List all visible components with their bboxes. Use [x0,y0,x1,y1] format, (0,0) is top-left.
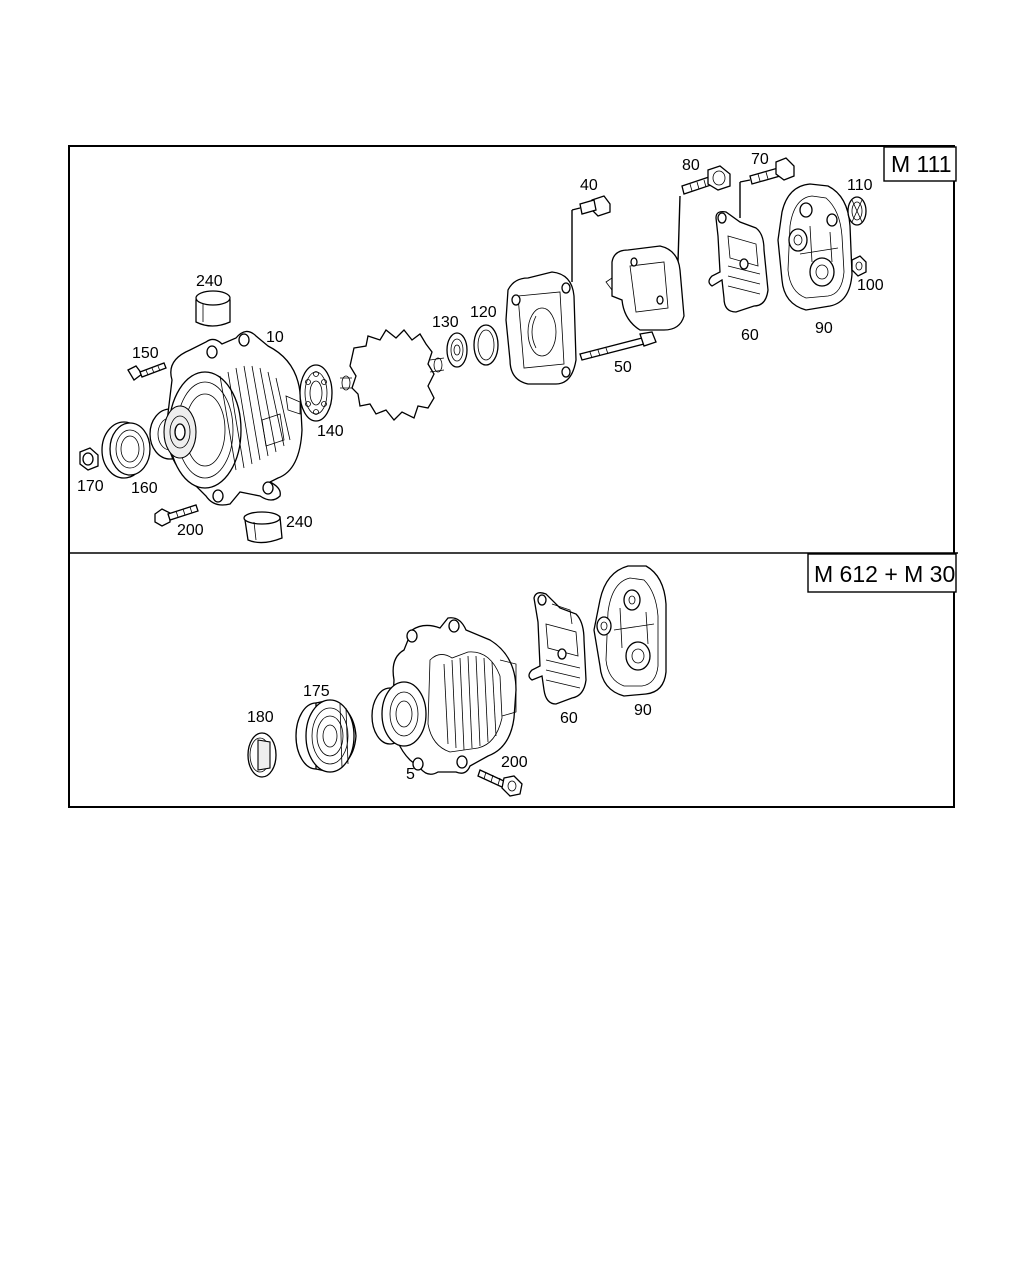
alternator-part-5 [371,617,517,775]
callout-70: 70 [751,151,769,168]
ring-part-120 [473,324,499,366]
callout-170: 170 [77,478,104,495]
variant-label: M 612 + M 30 [814,561,955,587]
callout-80: 80 [682,157,700,174]
regulator-part-60-top [708,210,769,313]
bolt-part-200-bottom [477,769,523,797]
callout-175: 175 [303,683,330,700]
callout-10: 10 [266,329,284,346]
callout-150: 150 [132,345,159,362]
callout-50: 50 [614,359,632,376]
callout-5: 5 [406,766,415,783]
screw-part-40 [571,195,611,282]
callout-200-top: 200 [177,522,204,539]
callout-90-bottom: 90 [634,702,652,719]
nut-part-100 [851,255,867,277]
variant-tag-m111: M 111 [883,146,957,182]
callout-90-top: 90 [815,320,833,337]
sleeve-part-240-bottom [243,511,283,544]
panel-m612-m30: M 612 + M 30 180 175 [247,553,957,797]
callout-60-bottom: 60 [560,710,578,727]
sleeve-part-240-top [195,290,231,327]
end-shield-part [505,271,577,385]
cap-part-180 [247,732,277,778]
rotor-part [340,329,445,421]
alternator-part-10 [163,330,303,506]
callout-140: 140 [317,423,344,440]
regulator-part-60-bottom [528,592,587,705]
panel-m111: M 111 240 150 170 [77,146,957,544]
callout-130: 130 [432,314,459,331]
rear-cover-part-90-top [777,183,853,311]
bearing-part-140 [299,364,333,422]
bolt-part-150 [127,362,167,381]
callout-100: 100 [857,277,884,294]
diagram-frame [68,145,958,808]
variant-tag-m612-m30: M 612 + M 30 [807,553,957,593]
callout-160: 160 [131,480,158,497]
bolt-part-200-top [154,504,199,527]
bearing-part-130 [446,332,468,368]
callout-180: 180 [247,709,274,726]
callout-200-bottom: 200 [501,754,528,771]
callout-240-bottom: 240 [286,514,313,531]
pulley-part-175 [295,699,357,773]
callout-120: 120 [470,304,497,321]
screw-part-70 [739,157,795,218]
bolt-part-50 [579,331,657,361]
callout-240-top: 240 [196,273,223,290]
rear-cover-part-90-bottom [593,565,667,697]
cap-part-110 [847,196,867,226]
bolt-part-80 [677,165,731,263]
nut-part-170 [79,447,99,471]
variant-label: M 111 [891,151,952,177]
callout-60-top: 60 [741,327,759,344]
callout-110: 110 [847,177,873,194]
cover-part [605,245,685,331]
callout-40: 40 [580,177,598,194]
